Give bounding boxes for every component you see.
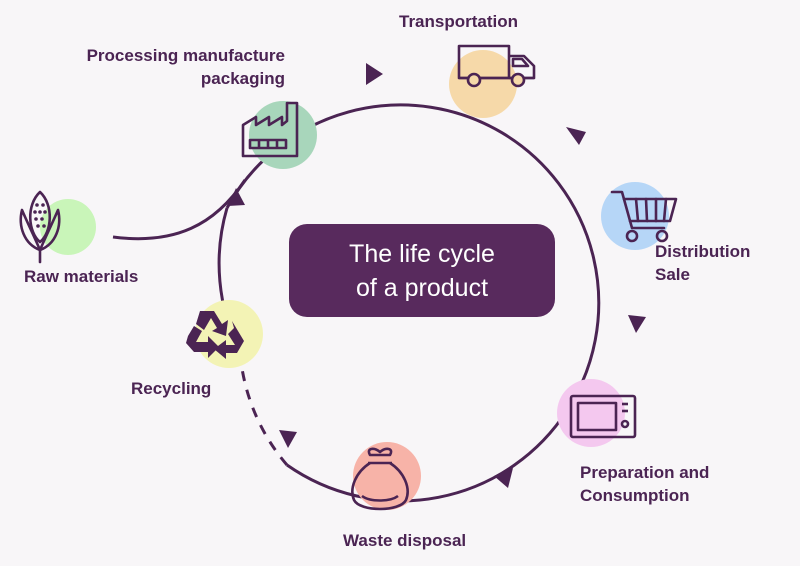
label-transportation: Transportation (399, 12, 519, 31)
label-waste-disposal: Waste disposal (343, 531, 467, 550)
raw-circle (40, 199, 96, 255)
arrow-to-recycling (279, 430, 297, 448)
processing-circle (249, 101, 317, 169)
label-processing-line-2: packaging (200, 69, 285, 88)
title-line-1: The life cycle (349, 239, 495, 268)
cycle-path (225, 103, 601, 503)
microwave-icon (569, 394, 637, 439)
garbage-bag-icon (351, 447, 409, 511)
title-line-2: of a product (355, 273, 489, 302)
waste-circle (353, 442, 421, 510)
arrow-to-distribution (566, 127, 586, 145)
corn-icon (19, 190, 61, 264)
transport-circle (449, 50, 517, 118)
cycle-path-dashed (238, 351, 289, 466)
truck-icon (457, 44, 536, 88)
label-preparation-line-1: Preparation and (580, 463, 710, 482)
label-distribution-line-2: Sale (655, 265, 690, 284)
label-distribution-line-1: Distribution (655, 242, 751, 261)
label-preparation-line-2: Consumption (580, 486, 690, 505)
arrow-to-processing (228, 188, 245, 206)
shopping-cart-icon (610, 190, 678, 243)
label-recycling: Recycling (131, 379, 212, 398)
title-box: The life cycle of a product (289, 224, 555, 317)
factory-icon (241, 101, 299, 158)
arrow-to-waste (494, 468, 513, 488)
arrow-to-transport (366, 63, 383, 85)
label-processing-line-1: Processing manufacture (86, 46, 285, 65)
recycle-icon (186, 311, 244, 359)
label-raw-materials: Raw materials (24, 267, 139, 286)
arrow-to-preparation (628, 315, 646, 333)
